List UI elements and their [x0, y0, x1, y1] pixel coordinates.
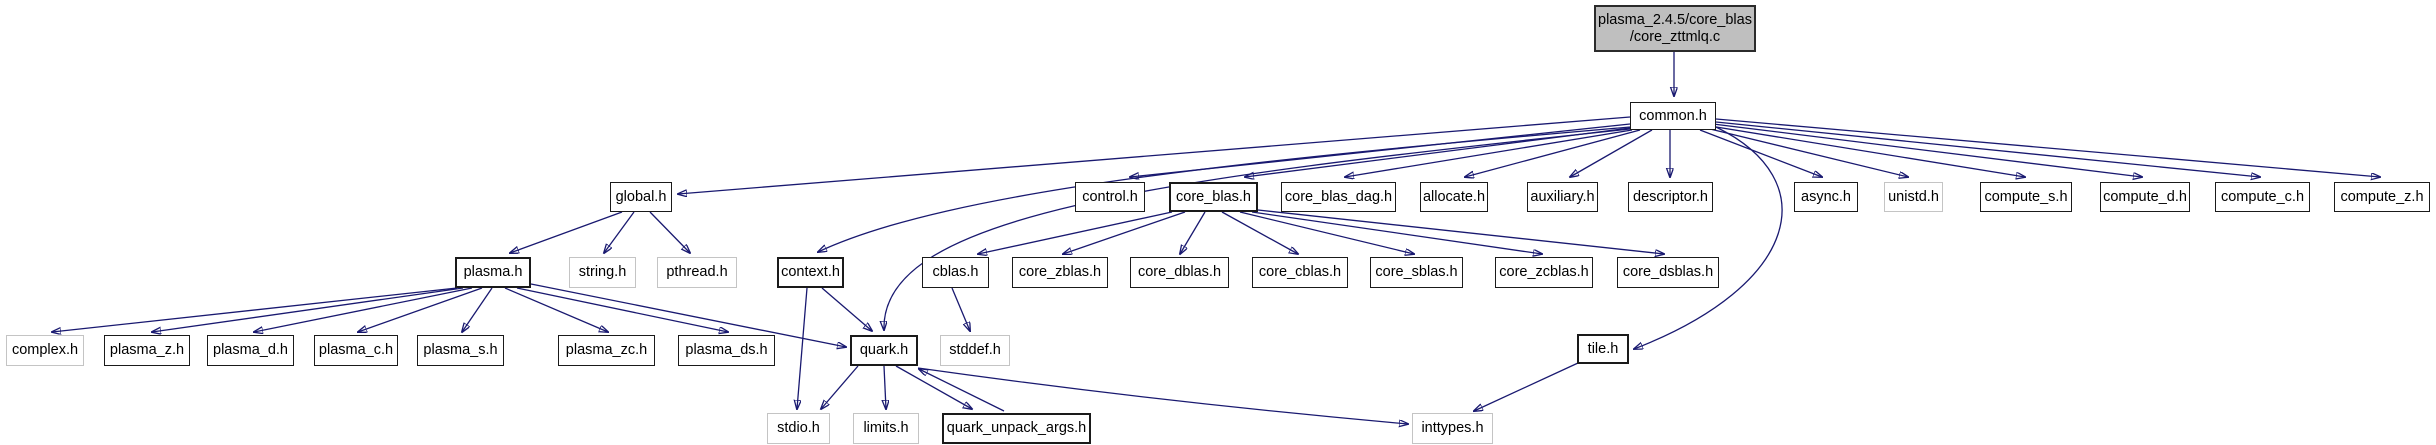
edge-plasma_h-to-complex_h [52, 287, 458, 332]
node-string_h: string.h [569, 257, 636, 288]
edge-quark_h-to-limits_h [884, 365, 886, 409]
edge-quark_h-to-quark_unpack_args_h [895, 365, 972, 409]
edge-context_h-to-quark_h [821, 287, 872, 331]
node-control_h[interactable]: control.h [1075, 182, 1145, 212]
node-plasma_s_h[interactable]: plasma_s.h [417, 335, 504, 366]
edge-common_h-to-allocate_h [1465, 129, 1641, 177]
edge-plasma_h-to-plasma_d_h [254, 287, 473, 332]
edge-core_blas_h-to-cblas_h [978, 211, 1173, 254]
node-common_h[interactable]: common.h [1630, 102, 1716, 130]
node-descriptor_h[interactable]: descriptor.h [1628, 182, 1713, 212]
edge-context_h-to-stdio_h [797, 287, 808, 409]
edge-plasma_h-to-plasma_ds_h [516, 287, 728, 332]
node-core_dsblas_h[interactable]: core_dsblas.h [1617, 257, 1719, 288]
node-context_h[interactable]: context.h [777, 257, 844, 288]
node-core_zcblas_h[interactable]: core_zcblas.h [1495, 257, 1593, 288]
edge-common_h-to-tile_h [1634, 126, 1783, 349]
edge-tile_h-to-inttypes_h [1474, 362, 1579, 411]
edge-core_blas_h-to-core_zcblas_h [1251, 211, 1542, 254]
node-plasma_c_h[interactable]: plasma_c.h [314, 335, 398, 366]
edge-core_blas_h-to-core_dsblas_h [1257, 209, 1664, 254]
node-plasma_ds_h[interactable]: plasma_ds.h [678, 335, 775, 366]
node-core_blas_h[interactable]: core_blas.h [1169, 182, 1258, 212]
edge-common_h-to-compute_d_h [1712, 123, 2142, 177]
node-compute_d_h[interactable]: compute_d.h [2100, 182, 2190, 212]
edge-quark_h-to-stdio_h [821, 365, 859, 409]
edge-common_h-to-compute_c_h [1715, 121, 2260, 177]
node-inttypes_h: inttypes.h [1412, 413, 1493, 444]
edge-cblas_h-to-stddef_h [951, 287, 970, 331]
node-core_zblas_h[interactable]: core_zblas.h [1012, 257, 1108, 288]
edge-core_blas_h-to-core_zblas_h [1063, 211, 1186, 254]
node-quark_h[interactable]: quark.h [850, 335, 918, 366]
node-core_dblas_h[interactable]: core_dblas.h [1130, 257, 1229, 288]
edge-quark_h-to-inttypes_h [917, 367, 1408, 424]
edge-core_blas_h-to-core_dblas_h [1180, 211, 1206, 254]
node-core_zttmlq_c: plasma_2.4.5/core_blas /core_zttmlq.c [1594, 5, 1756, 52]
node-stdio_h: stdio.h [767, 413, 830, 444]
node-quark_unpack_args_h[interactable]: quark_unpack_args.h [942, 413, 1091, 444]
edge-common_h-to-quark_h [884, 128, 1631, 330]
node-global_h[interactable]: global.h [610, 182, 672, 212]
edge-core_blas_h-to-core_cblas_h [1221, 211, 1298, 254]
node-unistd_h: unistd.h [1884, 182, 1943, 212]
node-pthread_h: pthread.h [657, 257, 737, 288]
node-compute_s_h[interactable]: compute_s.h [1980, 182, 2072, 212]
edge-plasma_h-to-plasma_zc_h [504, 287, 608, 332]
edge-plasma_h-to-plasma_z_h [152, 287, 464, 332]
node-compute_c_h[interactable]: compute_c.h [2215, 182, 2310, 212]
edge-common_h-to-compute_z_h [1715, 118, 2380, 177]
edge-plasma_h-to-plasma_s_h [462, 287, 493, 332]
node-complex_h: complex.h [6, 335, 84, 366]
node-tile_h[interactable]: tile.h [1577, 334, 1629, 364]
edge-common_h-to-compute_s_h [1709, 125, 2025, 177]
node-compute_z_h[interactable]: compute_z.h [2334, 182, 2430, 212]
node-plasma_z_h[interactable]: plasma_z.h [104, 335, 190, 366]
edge-common_h-to-unistd_h [1705, 127, 1908, 177]
edge-global_h-to-string_h [604, 211, 635, 253]
edge-common_h-to-core_blas_dag_h [1345, 129, 1633, 177]
edge-common_h-to-auxiliary_h [1570, 129, 1653, 177]
edge-common_h-to-global_h [678, 116, 1631, 194]
node-auxiliary_h[interactable]: auxiliary.h [1527, 182, 1598, 212]
node-limits_h: limits.h [853, 413, 919, 444]
edge-quark_unpack_args_h-to-quark_h [919, 369, 1005, 412]
node-plasma_zc_h[interactable]: plasma_zc.h [558, 335, 655, 366]
edge-common_h-to-async_h [1699, 129, 1822, 177]
edge-global_h-to-pthread_h [649, 211, 690, 253]
node-core_blas_dag_h[interactable]: core_blas_dag.h [1281, 182, 1396, 212]
edge-plasma_h-to-plasma_c_h [358, 287, 483, 332]
edge-common_h-to-context_h [818, 126, 1631, 252]
node-stddef_h: stddef.h [940, 335, 1010, 366]
edge-core_blas_h-to-core_sblas_h [1239, 211, 1414, 254]
edge-global_h-to-plasma_h [510, 211, 623, 253]
node-core_cblas_h[interactable]: core_cblas.h [1252, 257, 1348, 288]
node-plasma_h[interactable]: plasma.h [455, 257, 531, 288]
edge-plasma_h-to-quark_h [530, 283, 846, 347]
node-async_h[interactable]: async.h [1794, 182, 1858, 212]
node-core_sblas_h[interactable]: core_sblas.h [1370, 257, 1463, 288]
node-allocate_h[interactable]: allocate.h [1420, 182, 1488, 212]
node-cblas_h[interactable]: cblas.h [922, 257, 989, 288]
node-plasma_d_h[interactable]: plasma_d.h [207, 335, 294, 366]
